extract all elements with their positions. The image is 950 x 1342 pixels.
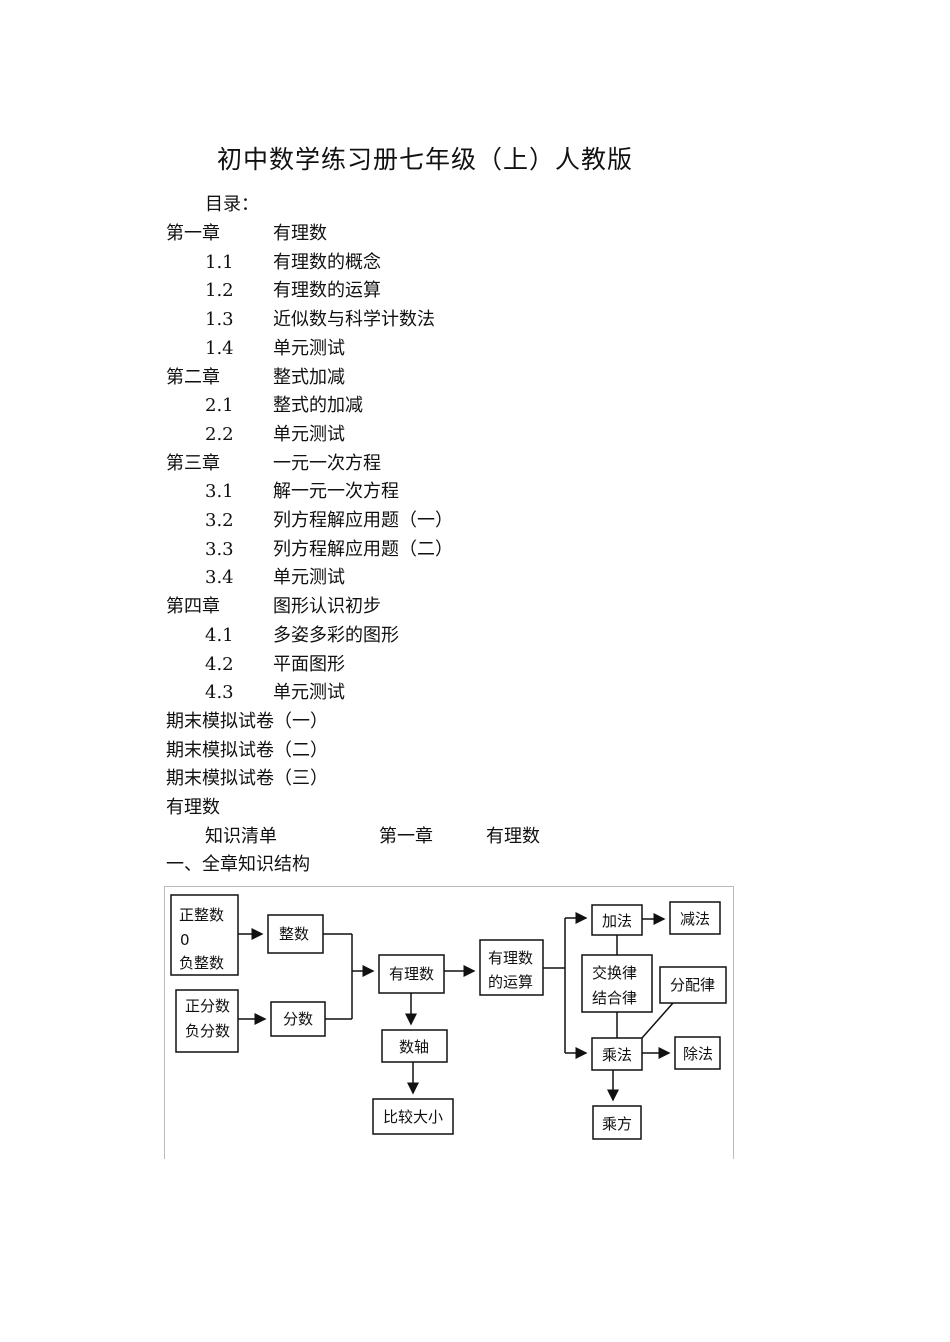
distributive-label: 分配律 <box>670 976 715 994</box>
subtract-box <box>669 901 721 935</box>
toc-entry-number: 4.2 <box>205 653 234 675</box>
toc-entry-number: 2.2 <box>205 423 234 445</box>
toc-entry-number: 3.1 <box>205 481 234 503</box>
toc-entry-number: 第四章 <box>166 596 220 618</box>
toc-entry-title: 单元测试 <box>273 567 345 589</box>
toc-entry-number: 2.1 <box>205 395 234 417</box>
rational-box <box>378 954 445 994</box>
number-line-box <box>381 1029 448 1063</box>
structure-heading: 一、全章知识结构 <box>166 854 310 876</box>
toc-entry-number: 1.4 <box>205 337 234 359</box>
toc-entry-title: 单元测试 <box>273 337 345 359</box>
toc-entry-number: 4.1 <box>205 624 234 646</box>
associative-label: 结合律 <box>592 989 637 1007</box>
knowledge-name: 有理数 <box>486 825 540 847</box>
toc-entry-title: 单元测试 <box>273 423 345 445</box>
toc-entry-number: 1.1 <box>205 251 234 273</box>
negative-integer-label: 负整数 <box>179 954 224 972</box>
positive-fraction-label: 正分数 <box>185 997 230 1015</box>
integer-label: 整数 <box>279 925 309 943</box>
multiply-label: 乘法 <box>602 1046 632 1064</box>
rational-label: 有理数 <box>389 965 434 983</box>
toc-entry-number: 3.4 <box>205 567 234 589</box>
fraction-box <box>270 1001 326 1037</box>
divide-label: 除法 <box>683 1045 713 1063</box>
distributive-box <box>659 966 727 1004</box>
toc-entry-title: 列方程解应用题（一） <box>273 510 453 531</box>
toc-entry-number: 第三章 <box>166 452 220 474</box>
number-line-label: 数轴 <box>399 1038 429 1056</box>
exam-entry: 期末模拟试卷（三） <box>166 768 328 790</box>
diagram-frame <box>164 886 734 1159</box>
toc-entry-number: 4.3 <box>205 682 234 704</box>
positive-integer-label: 正整数 <box>179 906 224 924</box>
commutative-label: 交换律 <box>592 964 637 982</box>
divide-box <box>674 1036 721 1070</box>
knowledge-label: 知识清单 <box>205 825 277 847</box>
toc-entry-title: 解一元一次方程 <box>273 481 399 503</box>
toc-entry-title: 一元一次方程 <box>273 452 381 474</box>
toc-entry-title: 近似数与科学计数法 <box>273 309 435 331</box>
compare-label: 比较大小 <box>383 1108 443 1126</box>
exam-entry: 期末模拟试卷（二） <box>166 739 328 761</box>
fraction-label: 分数 <box>283 1010 313 1028</box>
toc-entry-title: 整式的加减 <box>273 395 363 417</box>
toc-entry-number: 1.2 <box>205 280 234 302</box>
negative-fraction-label: 负分数 <box>185 1022 230 1040</box>
section-title: 有理数 <box>166 797 220 818</box>
toc-entry-number: 第一章 <box>166 223 220 244</box>
toc-entry-title: 整式加减 <box>273 366 345 388</box>
toc-entry-title: 平面图形 <box>273 653 345 675</box>
toc-entry-title: 图形认识初步 <box>273 596 381 618</box>
power-box <box>592 1105 642 1140</box>
toc-entry-title: 有理数 <box>273 223 327 244</box>
toc-entry-title: 有理数的概念 <box>273 251 381 273</box>
operations-label-2: 的运算 <box>488 973 533 991</box>
exam-entry: 期末模拟试卷（一） <box>166 710 328 732</box>
toc-entry-title: 多姿多彩的图形 <box>273 624 399 646</box>
operations-label-1: 有理数 <box>488 949 533 967</box>
knowledge-chapter: 第一章 <box>379 825 433 847</box>
toc-heading: 目录： <box>205 194 259 215</box>
toc-entry-number: 3.2 <box>205 510 234 531</box>
toc-entry-title: 列方程解应用题（二） <box>273 538 453 560</box>
toc-entry-number: 1.3 <box>205 309 234 331</box>
toc-entry-title: 单元测试 <box>273 682 345 704</box>
power-label: 乘方 <box>602 1115 632 1133</box>
add-label: 加法 <box>602 912 632 930</box>
add-box <box>591 904 643 936</box>
integers-group-box <box>170 894 239 976</box>
page-title: 初中数学练习册七年级（上）人教版 <box>216 145 633 174</box>
zero-label: 0 <box>180 931 190 949</box>
subtract-label: 减法 <box>680 910 710 928</box>
toc-entry-number: 3.3 <box>205 538 234 560</box>
toc-entry-number: 第二章 <box>166 366 220 388</box>
compare-box <box>372 1098 454 1135</box>
fractions-group-box <box>175 989 239 1053</box>
toc-entry-title: 有理数的运算 <box>273 280 381 302</box>
